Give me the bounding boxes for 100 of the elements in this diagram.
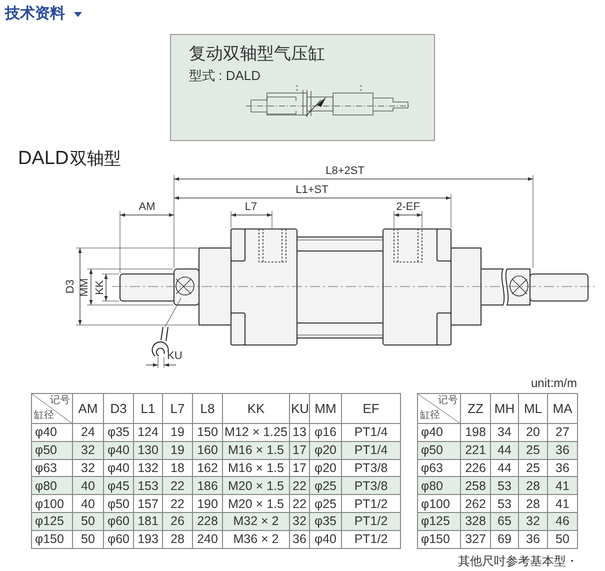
table-cell: 53 <box>490 476 518 495</box>
dimension-label: 2-EF <box>396 202 420 213</box>
table-cell: PT1/4 <box>342 424 400 442</box>
table-cell: φ50 <box>104 494 134 512</box>
info-panel <box>170 34 435 141</box>
table-cell: 28 <box>518 476 548 495</box>
table-cell: M20 × 1.5 <box>222 494 290 512</box>
table-cell: M20 × 1.5 <box>222 476 290 495</box>
table-cell: 13 <box>290 424 310 442</box>
table-cell: 186 <box>192 476 222 495</box>
table-cell: 24 <box>72 424 104 442</box>
drawing-title: DALD <box>18 149 69 168</box>
row-key-label: 缸径 <box>420 411 440 421</box>
table-cell: 32 <box>290 512 310 530</box>
table-cell: 26 <box>162 512 192 530</box>
table-cell: M36 × 2 <box>222 530 290 548</box>
model-label: 型式 : DALD <box>189 69 261 82</box>
table-cell: 181 <box>134 512 162 530</box>
row-header-cell: φ40 <box>418 424 460 442</box>
table-cell: φ45 <box>104 476 134 495</box>
table-cell: 44 <box>490 441 518 460</box>
table-cell: PT1/2 <box>342 494 400 512</box>
panel-title: 复动双轴型气压缸 <box>189 45 325 62</box>
table-cell: 40 <box>72 494 104 512</box>
unit-note: unit:m/m <box>530 377 577 389</box>
column-header-cell: KU <box>290 394 310 424</box>
row-header-cell: φ150 <box>418 530 460 548</box>
column-header-cell: D3 <box>104 394 134 424</box>
row-header-cell: φ125 <box>418 512 460 530</box>
table-cell: 28 <box>518 494 548 512</box>
table-cell: 153 <box>134 476 162 495</box>
dimension-label: L1+ST <box>296 185 328 196</box>
table-cell: 19 <box>162 441 192 460</box>
table-cell: 150 <box>192 424 222 442</box>
table-cell: M12 × 1.25 <box>222 424 290 442</box>
row-header-cell: φ80 <box>418 476 460 495</box>
row-header-cell: φ125 <box>32 512 72 530</box>
row-header-cell: φ100 <box>418 494 460 512</box>
table-cell: 160 <box>192 441 222 460</box>
column-header-cell: ML <box>518 394 548 424</box>
dimension-label: AM <box>138 202 156 213</box>
table-cell: 32 <box>72 441 104 460</box>
table-cell: 27 <box>548 424 578 442</box>
table-cell: φ60 <box>104 512 134 530</box>
dimension-label: L8+2ST <box>326 166 364 177</box>
table-cell: 328 <box>460 512 490 530</box>
table-cell: PT1/4 <box>342 441 400 460</box>
table-cell: 193 <box>134 530 162 548</box>
table-cell: φ35 <box>104 424 134 442</box>
table-cell: 240 <box>192 530 222 548</box>
table-cell: 41 <box>548 494 578 512</box>
table-cell: 53 <box>490 494 518 512</box>
table-cell: 228 <box>192 512 222 530</box>
table-cell: 50 <box>548 530 578 548</box>
table-cell: 327 <box>460 530 490 548</box>
row-header-cell: φ100 <box>32 494 72 512</box>
table-cell: φ25 <box>310 476 342 495</box>
table-cell: φ20 <box>310 441 342 460</box>
row-header-cell: φ50 <box>32 441 72 460</box>
table-cell: 198 <box>460 424 490 442</box>
table-cell: 32 <box>518 512 548 530</box>
table-cell: φ60 <box>104 530 134 548</box>
row-header-cell: φ50 <box>418 441 460 460</box>
table-cell: φ16 <box>310 424 342 442</box>
row-key-label: 缸径 <box>34 411 54 421</box>
table-cell: φ25 <box>310 494 342 512</box>
column-header-cell: EF <box>342 394 400 424</box>
table-cell: 130 <box>134 441 162 460</box>
table-cell: 41 <box>548 476 578 495</box>
column-header-cell: KK <box>222 394 290 424</box>
table-cell: 20 <box>518 424 548 442</box>
column-key-label: 记号 <box>438 396 458 406</box>
table-cell: PT1/2 <box>342 530 400 548</box>
table-cell: 22 <box>290 494 310 512</box>
dimension-label: KK <box>94 280 106 294</box>
table-cell: 69 <box>490 530 518 548</box>
column-header-cell: ZZ <box>460 394 490 424</box>
column-header-cell: L8 <box>192 394 222 424</box>
table-cell: 19 <box>162 424 192 442</box>
dimension-label: KU <box>167 351 182 362</box>
footnote: 其他尺吋参考基本型・ <box>458 555 578 567</box>
table-cell: φ35 <box>310 512 342 530</box>
table-cell: 22 <box>290 476 310 495</box>
table-cell: 50 <box>72 512 104 530</box>
column-header-cell: MM <box>310 394 342 424</box>
table-cell: 36 <box>518 530 548 548</box>
table-cell: 124 <box>134 424 162 442</box>
table-cell: 190 <box>192 494 222 512</box>
column-header-cell: L1 <box>134 394 162 424</box>
table-cell: 36 <box>548 441 578 460</box>
table-cell: 50 <box>72 530 104 548</box>
column-header-cell: AM <box>72 394 104 424</box>
table-cell: M32 × 2 <box>222 512 290 530</box>
table-cell: 34 <box>490 424 518 442</box>
table-cell: φ40 <box>310 530 342 548</box>
table-cell: 157 <box>134 494 162 512</box>
table-cell: PT3/8 <box>342 476 400 495</box>
column-header-cell: MA <box>548 394 578 424</box>
table-cell: 17 <box>290 441 310 460</box>
table-cell: φ40 <box>104 441 134 460</box>
